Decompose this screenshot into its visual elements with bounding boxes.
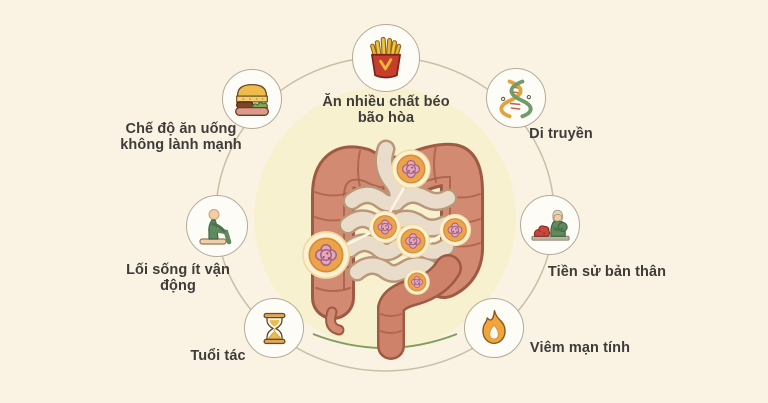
label-line: Tiền sử bản thân xyxy=(547,263,667,280)
dna-icon xyxy=(499,79,533,119)
polyp-marker xyxy=(395,223,431,259)
sitting-person-icon xyxy=(199,209,232,245)
label-line: Tuổi tác xyxy=(190,347,246,364)
factor-circle-personal-history xyxy=(520,195,580,255)
polyp-marker xyxy=(391,149,431,189)
factor-circle-unhealthy-diet xyxy=(222,69,282,129)
label-line: Lối sống ít vận xyxy=(126,261,230,278)
label-line: Chế độ ăn uống xyxy=(125,120,237,137)
label-line: không lành mạnh xyxy=(120,137,242,153)
label-line: động xyxy=(160,278,196,294)
flame-icon xyxy=(482,310,506,345)
factor-circle-genetics xyxy=(486,68,546,128)
polyp-marker xyxy=(302,231,350,279)
french-fries-icon xyxy=(370,36,402,79)
patient-history-icon xyxy=(530,209,570,241)
factor-circle-age xyxy=(244,298,304,358)
label-inflammation: Viêm mạn tính xyxy=(530,340,630,356)
label-sedentary: Lối sống ít vận động xyxy=(126,262,230,294)
label-age: Tuổi tác xyxy=(190,348,245,364)
polyp-marker xyxy=(368,210,402,244)
label-line: bão hòa xyxy=(357,110,415,126)
label-genetics: Di truyền xyxy=(529,126,593,142)
label-personal-history: Tiền sử bản thân xyxy=(548,264,666,280)
polyp-marker xyxy=(438,213,472,247)
hamburger-icon xyxy=(235,83,269,116)
factor-circle-saturated-fat xyxy=(352,24,420,92)
label-unhealthy-diet: Chế độ ăn uống không lành mạnh xyxy=(120,121,242,153)
factor-circle-sedentary xyxy=(186,195,248,257)
label-line: Viêm mạn tính xyxy=(529,339,631,356)
label-line: Di truyền xyxy=(529,125,593,142)
label-saturated-fat: Ăn nhiều chất béo bão hòa xyxy=(322,94,449,126)
label-line: Ăn nhiều chất béo xyxy=(322,93,450,110)
polyp-marker xyxy=(404,269,430,295)
hourglass-icon xyxy=(263,312,285,344)
factor-circle-inflammation xyxy=(464,298,524,358)
